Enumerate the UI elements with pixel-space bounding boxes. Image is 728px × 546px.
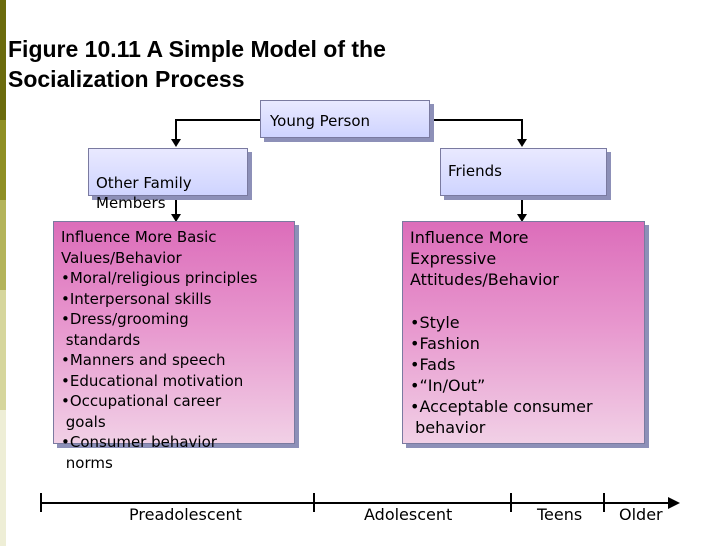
arrow-head <box>171 139 181 147</box>
sidebar-band <box>0 0 6 120</box>
timeline-arrowhead <box>668 497 680 509</box>
influence-heading: Influence More Expressive Attitudes/Beha… <box>410 228 559 289</box>
sidebar-band <box>0 290 6 410</box>
connector-line <box>521 196 523 216</box>
timeline-label-preadolescent: Preadolescent <box>129 505 242 524</box>
timeline-tick <box>40 493 42 512</box>
page-title: Figure 10.11 A Simple Model of the Socia… <box>8 36 386 92</box>
node-other-family: Other Family Members <box>88 148 248 212</box>
list-item: •Style <box>410 313 460 332</box>
influence-list: •Moral/religious principles •Interperson… <box>61 268 294 473</box>
influence-heading: Influence More Basic Values/Behavior <box>61 228 217 267</box>
timeline-label-teens: Teens <box>537 505 583 524</box>
arrow-head <box>171 214 181 222</box>
node-label: Young Person <box>270 112 371 130</box>
influence-list: •Style •Fashion •Fads •“In/Out” •Accepta… <box>410 312 644 438</box>
sidebar-band <box>0 410 6 546</box>
list-item: •Fads <box>410 355 456 374</box>
timeline-tick <box>510 493 512 512</box>
node-friends: Friends <box>440 148 607 196</box>
connector-line <box>175 196 177 216</box>
connector-line <box>175 119 177 140</box>
node-young-person: Young Person <box>260 100 430 138</box>
timeline-axis <box>40 502 670 504</box>
list-item: •Occupational career goals <box>61 392 222 431</box>
list-item: •Interpersonal skills <box>61 289 212 308</box>
arrow-head <box>517 139 527 147</box>
connector-line <box>175 119 260 121</box>
sidebar-band <box>0 120 6 200</box>
influence-box-expressive: Influence More Expressive Attitudes/Beha… <box>402 221 645 444</box>
influence-box-basic: Influence More Basic Values/Behavior •Mo… <box>53 221 295 472</box>
list-item: •Acceptable consumer behavior <box>410 397 593 437</box>
arrow-head <box>517 214 527 222</box>
timeline-tick <box>313 493 315 512</box>
list-item: •Consumer behavior norms <box>61 433 217 472</box>
sidebar-band <box>0 200 6 290</box>
connector-line <box>430 119 523 121</box>
timeline-label-older: Older <box>619 505 663 524</box>
timeline-tick <box>603 493 605 512</box>
timeline-label-adolescent: Adolescent <box>364 505 453 524</box>
list-item: •Educational motivation <box>61 371 244 390</box>
list-item: •Dress/grooming standards <box>61 310 189 349</box>
list-item: •Moral/religious principles <box>61 269 258 287</box>
list-item: •“In/Out” <box>410 376 486 395</box>
connector-line <box>521 119 523 140</box>
list-item: •Manners and speech <box>61 351 226 369</box>
node-label: Other Family Members <box>96 174 192 212</box>
node-label: Friends <box>448 162 502 180</box>
list-item: •Fashion <box>410 334 480 353</box>
